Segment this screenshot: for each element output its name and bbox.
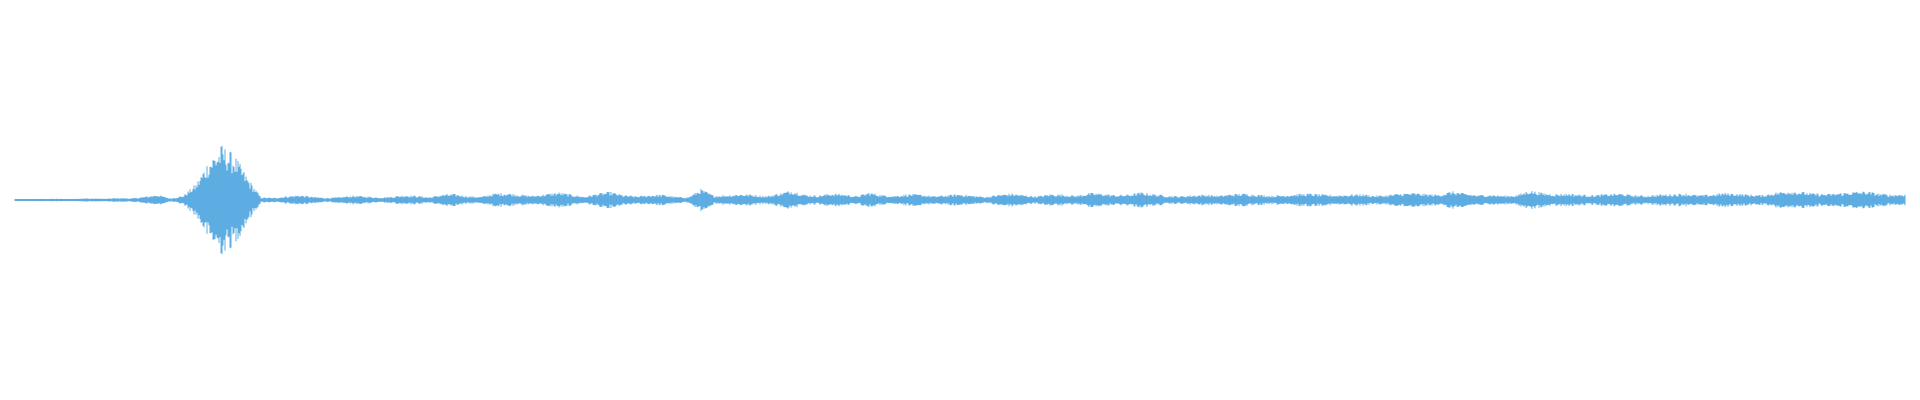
waveform-bars bbox=[14, 145, 1906, 255]
